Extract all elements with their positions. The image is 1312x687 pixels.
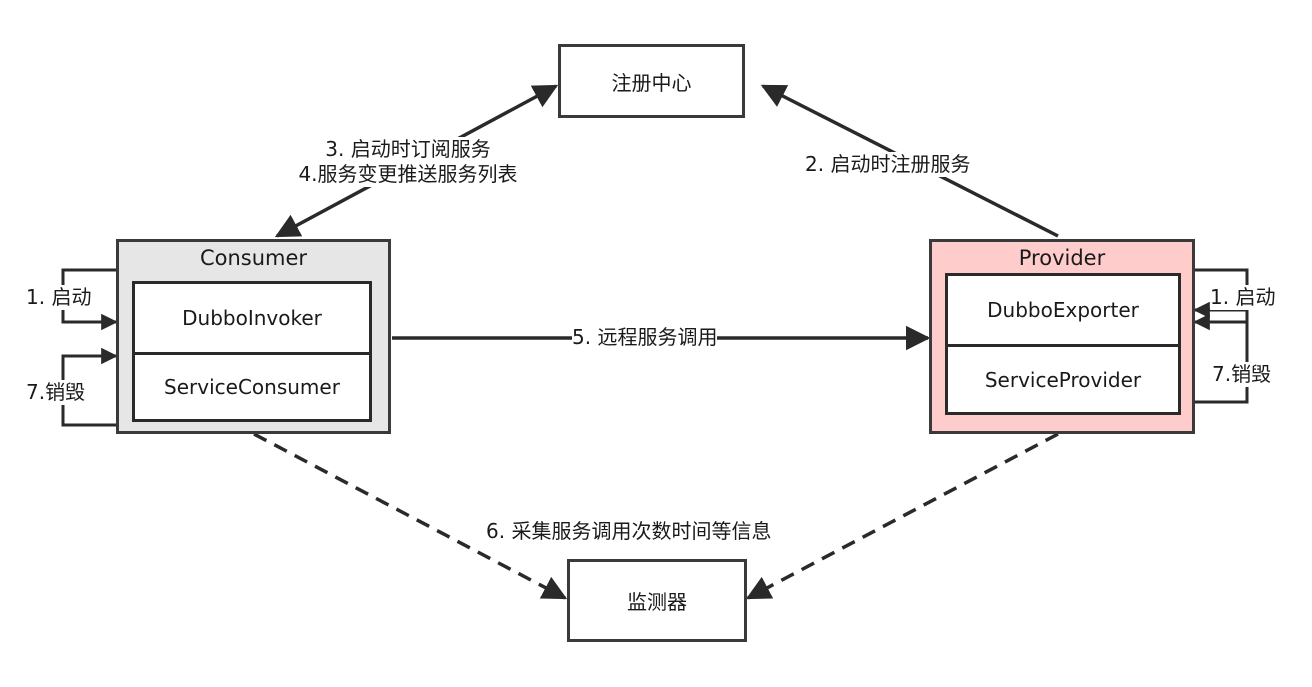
edge-consumer-monitor	[253, 432, 568, 600]
monitor-node: 监测器	[567, 559, 747, 642]
provider-start-label: 1. 启动	[1210, 285, 1276, 310]
provider-destroy-label: 7.销毁	[1212, 362, 1272, 387]
consumer-components: DubboInvoker ServiceConsumer	[132, 281, 372, 422]
service-consumer-label: ServiceConsumer	[164, 375, 340, 399]
consumer-destroy-label: 7.销毁	[26, 380, 86, 405]
service-provider-label: ServiceProvider	[984, 367, 1142, 392]
edge-provider-monitor	[745, 432, 1059, 600]
subscribe-edge-label: 3. 启动时订阅服务 4.服务变更推送服务列表	[277, 137, 539, 187]
collect-edge-label: 6. 采集服务调用次数时间等信息	[486, 519, 772, 544]
provider-components: DubboExporter ServiceProvider	[945, 273, 1181, 415]
provider-row-exporter: DubboExporter	[948, 276, 1178, 347]
registry-label: 注册中心	[611, 70, 692, 95]
monitor-label: 监测器	[627, 590, 687, 614]
invoke-edge-label: 5. 远程服务调用	[572, 325, 718, 350]
consumer-row-invoker: DubboInvoker	[135, 284, 369, 355]
subscribe-label-line2: 4.服务变更推送服务列表	[298, 162, 518, 186]
consumer-start-label: 1. 启动	[26, 285, 92, 310]
provider-row-service: ServiceProvider	[948, 347, 1178, 412]
subscribe-label-line1: 3. 启动时订阅服务	[325, 137, 491, 161]
dubbo-exporter-label: DubboExporter	[987, 298, 1139, 322]
provider-container: Provider DubboExporter ServiceProvider	[929, 239, 1195, 434]
registry-node: 注册中心	[558, 44, 745, 118]
consumer-row-service: ServiceConsumer	[135, 355, 369, 419]
provider-title: Provider	[1018, 246, 1106, 270]
consumer-title: Consumer	[199, 246, 308, 270]
consumer-container: Consumer DubboInvoker ServiceConsumer	[116, 239, 391, 434]
edge-provider-destroy-loop	[1193, 301, 1249, 404]
dubbo-invoker-label: DubboInvoker	[182, 306, 322, 330]
register-edge-label: 2. 启动时注册服务	[805, 152, 971, 177]
